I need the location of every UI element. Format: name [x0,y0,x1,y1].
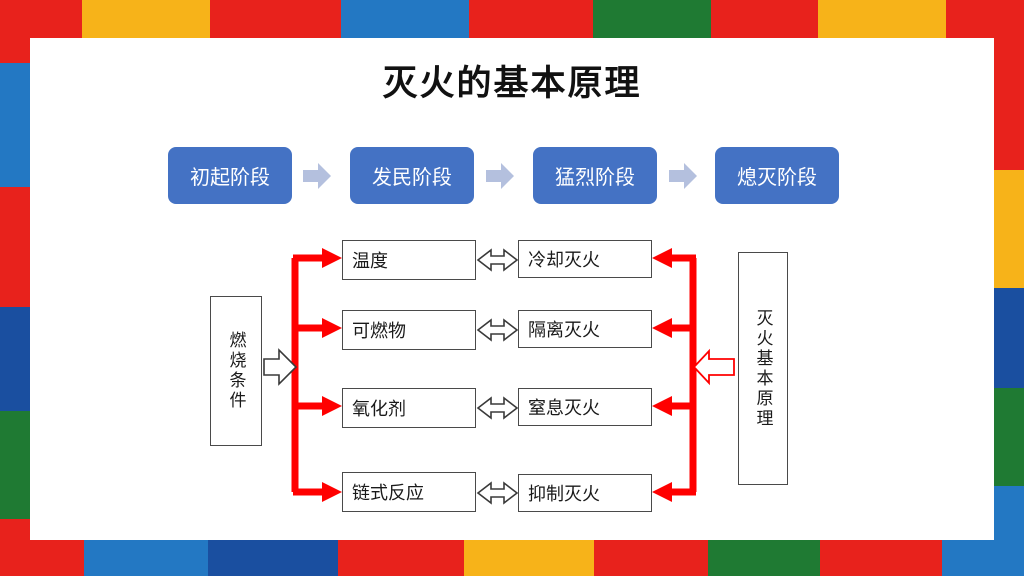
method-node-2[interactable]: 隔离灭火 [518,310,652,348]
border-top-yellow-1 [82,0,210,38]
hollow-double-arrow-row-2 [476,318,519,342]
method-node-3[interactable]: 窒息灭火 [518,388,652,426]
border-top-green-1 [593,0,711,38]
hollow-double-arrow-row-3 [476,396,519,420]
slide-content-area [30,38,994,540]
target-node-extinguish-principle[interactable]: 灭火基本原理 [738,252,788,485]
method-node-4-label: 抑制灭火 [528,484,600,504]
method-node-1[interactable]: 冷却灭火 [518,240,652,278]
border-bottom-blue-light [84,540,208,576]
hollow-double-arrow-row-1 [476,248,519,272]
stage-box-3-label: 猛烈阶段 [555,167,635,189]
page-title: 灭火的基本原理 [382,64,642,103]
target-node-label: 灭火基本原理 [753,308,773,429]
source-node-burning-conditions[interactable]: 燃烧条件 [210,296,262,446]
condition-node-2-label: 可燃物 [352,321,406,341]
method-node-4[interactable]: 抑制灭火 [518,474,652,512]
method-node-2-label: 隔离灭火 [528,320,600,340]
border-right-yellow [994,170,1024,288]
condition-node-1[interactable]: 温度 [342,240,476,280]
hollow-double-arrow-row-4 [476,481,519,505]
stage-box-4[interactable]: 熄灭阶段 [715,147,839,204]
right-red-branch [652,248,697,502]
method-node-3-label: 窒息灭火 [528,398,600,418]
condition-node-4-label: 链式反应 [352,483,424,503]
border-bottom-yellow [464,540,594,576]
stage-arrow-3-icon [669,163,697,189]
stage-box-2[interactable]: 发民阶段 [350,147,474,204]
condition-node-4[interactable]: 链式反应 [342,472,476,512]
condition-node-3-label: 氧化剂 [352,399,406,419]
stage-box-4-label: 熄灭阶段 [737,167,817,189]
stage-arrow-1-icon [303,163,331,189]
left-red-branch [291,248,342,502]
condition-node-3[interactable]: 氧化剂 [342,388,476,428]
stage-box-2-label: 发民阶段 [372,167,452,189]
border-bottom-blue-dark [208,540,338,576]
stage-box-1[interactable]: 初起阶段 [168,147,292,204]
hollow-right-arrow-icon [263,348,298,386]
border-right-blue-dark [994,288,1024,388]
condition-node-2[interactable]: 可燃物 [342,310,476,350]
border-left-green [0,411,30,519]
border-left-blue-dark [0,307,30,411]
source-node-label: 燃烧条件 [226,331,246,411]
border-bottom-green [708,540,820,576]
border-left-blue-light [0,63,30,187]
hollow-red-left-arrow-icon [692,348,735,386]
border-top-blue-1 [341,0,469,38]
stage-box-3[interactable]: 猛烈阶段 [533,147,657,204]
stage-arrow-2-icon [486,163,514,189]
method-node-1-label: 冷却灭火 [528,250,600,270]
condition-node-1-label: 温度 [352,251,388,271]
border-bottom-blue-2 [942,540,1024,576]
border-top-yellow-2 [818,0,946,38]
border-right-green [994,388,1024,486]
stage-box-1-label: 初起阶段 [190,167,270,189]
